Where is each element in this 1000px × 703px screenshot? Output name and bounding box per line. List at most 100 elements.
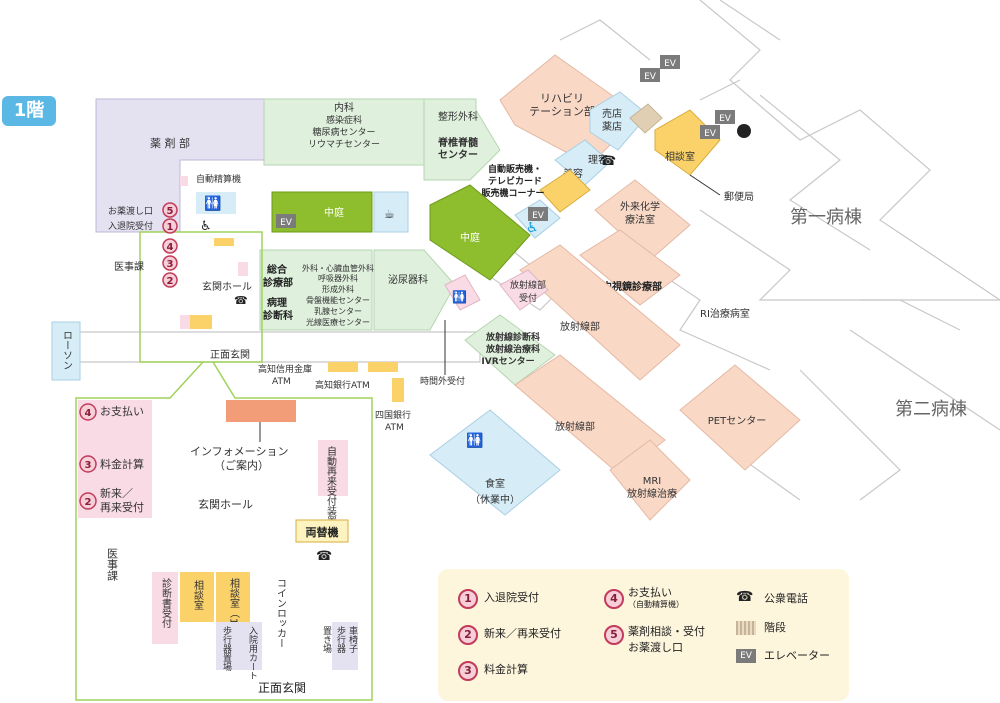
revisit-label: 再来受付 [100,501,144,514]
consult-room-label: 相談室 [665,150,695,163]
rehab-dept-label: テーション部 [529,104,595,118]
coffee-icon: ☕ [384,207,395,221]
leader-line-1 [689,174,721,196]
mri-radio-label: 放射線治療 [627,487,677,500]
ivr-label-1: 放射線診断科 [485,331,540,343]
surgery-label-4: 骨盤機能センター [306,295,370,305]
surgery-label-5: 乳腺センター [314,306,362,316]
pharmacy-label: 薬 剤 部 [150,136,190,150]
surgery-label-1: 外科・心臓血管外科 [302,263,374,273]
ward-2-label: 第二病棟 [895,399,967,420]
phone-icon: ☎ [600,154,616,169]
auto-revisit-label: 自動再来受付装置 [325,445,337,526]
drugstore-label: 薬店 [602,120,622,133]
internal-medicine-area [263,98,425,166]
diabetes-label: 糖尿病センター [312,126,375,138]
consult-room-detail [180,572,214,622]
tvcard-label: テレビカード [488,175,542,187]
walker-label: 歩行器置場 [221,625,232,672]
consult-room-1-label: 相談室（1） [228,577,240,635]
stairs-1 [629,103,663,134]
rheumatism-label: リウマチセンター [308,139,380,150]
legend-text-3: 料金計算 [484,663,528,676]
lawson-area [51,321,81,381]
certificate-label: 診断書受付 [160,577,172,629]
elevator-icon: EV [736,649,756,663]
pathology-dept-label: 診断科 [263,309,293,322]
zoom-highlight-box [139,231,263,363]
fee-label: 料金計算 [100,457,144,471]
surgery-label-6: 光線医療センター [306,317,370,327]
information-sub-label: （ご案内） [214,458,269,472]
vending-label: 自動販売機・ [488,163,542,175]
legend-text-4: お支払い（自動精算機） [628,586,684,609]
storage-label: 置き場 [321,626,332,654]
mri-label: MRI [643,476,662,487]
restroom-icon: 🚻 [466,432,483,449]
vending-area [539,169,591,213]
coin-locker-label: コインロッカー [275,578,287,648]
ev-group-top: EV EV EV EV [640,55,751,139]
ivr-area [464,314,556,386]
orthopedics-area [423,98,501,181]
legend-stairs-label: 階段 [764,621,786,634]
legend-text-1: 入退院受付 [484,591,539,604]
floor-badge: 1階 [2,96,56,126]
radiology-reception-area [499,269,549,311]
pet-area [679,364,801,471]
ev-label-1: EV [532,211,545,221]
atm-2 [368,362,398,372]
bank-3-label: 四国銀行 [375,409,411,421]
exchange-machine [295,519,349,543]
counter-box-2 [190,315,212,329]
auto-pay-label: 自動精算機 [196,173,241,185]
barber-label: 理容 [588,153,608,166]
rehab-label: リハビリ [540,92,584,105]
svg-text:3: 3 [85,460,92,471]
auto-pay-box [180,176,188,186]
radiology-label-1: 放射線部 [560,320,600,333]
consult-room-1 [216,572,250,622]
surgery-label-2: 呼吸器外科 [318,273,358,283]
svg-text:3: 3 [167,259,174,270]
marker-group-top: 5 1 4 3 2 [162,202,178,288]
information-desk [226,400,296,422]
ev-label-2: EV [280,218,293,228]
courtyard-label-2: 中庭 [460,231,480,244]
dining-area [429,409,561,516]
ev-box-2 [276,214,296,228]
svg-text:EV: EV [664,59,677,69]
ri-label: RI治療病室 [700,307,750,320]
courtyard-2 [429,184,531,281]
legend-num-2: 2 [458,625,478,645]
pathology-label: 病理 [267,296,287,309]
vending-corner-label: 販売機コーナー [481,187,544,199]
endoscopy-label: 内視鏡診療部 [602,280,662,293]
bank-2-label: 高知銀行ATM [315,379,370,391]
mri-area [609,439,691,521]
new-visit-label: 新来／ [100,486,133,500]
auto-revisit-machine [318,440,348,496]
bank-1-atm-label: ATM [272,377,291,387]
orthopedics-label: 整形外科 [438,110,478,123]
courtyard-label-1: 中庭 [324,206,344,219]
surgery-label-3: 形成外科 [322,284,354,294]
wheelchair-area [332,622,358,670]
atm-1 [328,362,358,372]
svg-text:EV: EV [704,129,717,139]
ward-1-label: 第一病棟 [790,207,862,228]
counter-box-1 [214,238,234,246]
restroom-3 [444,274,481,311]
medical-affairs-detail-label: 医事課 [106,548,119,581]
legend: 1 入退院受付 2 新来／再来受付 3 料金計算 4 お支払い（自動精算機） 5… [438,569,849,701]
legend-elevator-label: エレベーター [764,649,830,662]
certificate-counter [152,572,178,644]
main-entrance-label: 正面玄関 [258,680,306,695]
svg-text:EV: EV [719,114,732,124]
restroom-icon: ♿ [526,220,539,236]
legend-num-1: 1 [458,589,478,609]
bank-1-label: 高知信用金庫 [258,363,312,375]
phone-icon: ☎ [234,294,248,307]
cart-area [216,622,262,670]
